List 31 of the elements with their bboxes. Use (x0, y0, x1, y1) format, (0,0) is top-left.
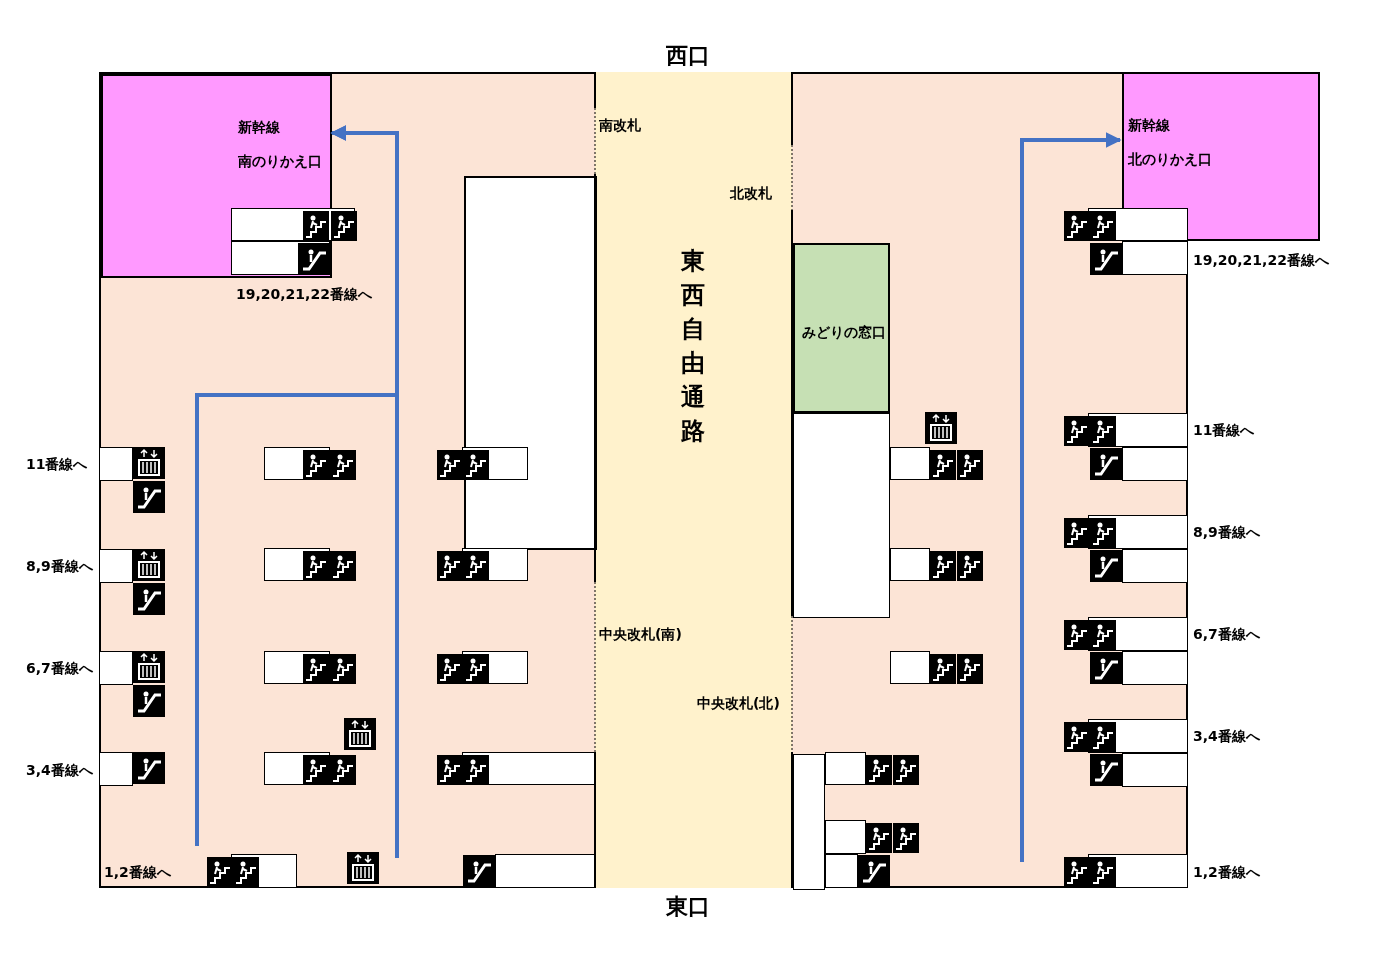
transfer-gate-area (1122, 72, 1320, 241)
track-label: 1,2番線へ (1193, 863, 1260, 881)
room-box (793, 754, 825, 890)
track-label: 11番線へ (26, 455, 88, 473)
track-label: 6,7番線へ (1193, 625, 1260, 643)
track-label: 1,2番線へ (104, 863, 171, 881)
shop-box (464, 176, 597, 550)
track-label: 3,4番線へ (1193, 727, 1260, 745)
gate-label: 南改札 (599, 116, 641, 134)
area-name: みどりの窓口 (802, 323, 886, 341)
passage-name: 東西自由通路 (681, 246, 706, 447)
route-arrow (195, 125, 399, 846)
free-passage-band (595, 72, 792, 888)
area-name: 北のりかえ口 (1128, 150, 1212, 168)
track-label: 8,9番線へ (1193, 523, 1260, 541)
track-label: 3,4番線へ (26, 761, 93, 779)
entrance-label: 西口 (666, 42, 710, 70)
gate-label: 中央改札(南) (599, 625, 682, 643)
gate-label: 中央改札(北) (697, 694, 780, 712)
gate-label: 北改札 (730, 184, 772, 202)
route-arrow (1020, 132, 1122, 862)
track-label: 19,20,21,22番線へ (236, 285, 372, 303)
track-label: 11番線へ (1193, 421, 1255, 439)
track-label: 8,9番線へ (26, 557, 93, 575)
area-name: 新幹線 (238, 118, 280, 136)
area-name: 南のりかえ口 (238, 152, 322, 170)
entrance-label: 東口 (666, 893, 710, 921)
ticket-office-box (793, 243, 890, 413)
room-box (793, 413, 890, 618)
area-name: 新幹線 (1128, 116, 1170, 134)
track-label: 6,7番線へ (26, 659, 93, 677)
